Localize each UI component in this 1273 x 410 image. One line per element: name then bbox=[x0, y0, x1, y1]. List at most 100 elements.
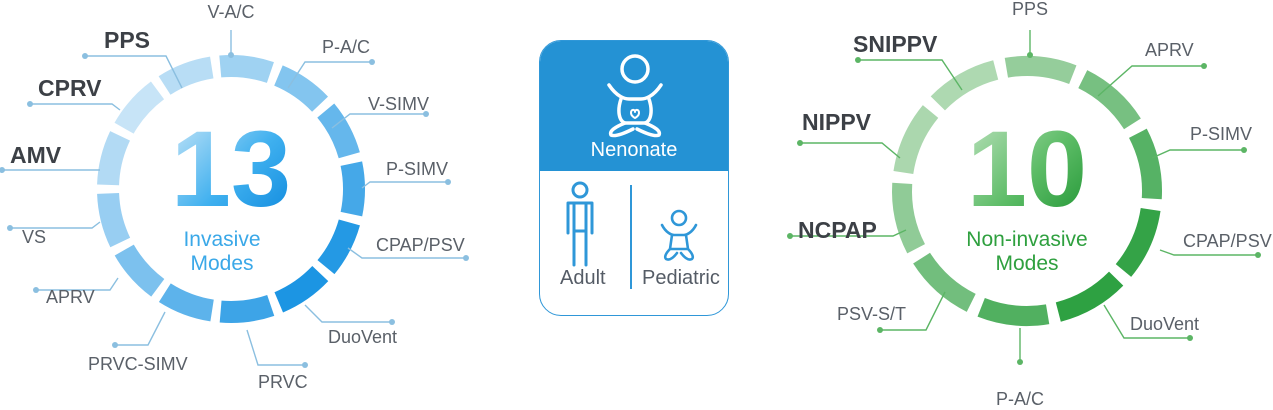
noninvasive-connector-dot bbox=[1255, 252, 1261, 258]
noninvasive-count: 10 bbox=[967, 108, 1087, 229]
invasive-mode-label: PRVC-SIMV bbox=[88, 354, 188, 374]
noninvasive-mode-label: DuoVent bbox=[1130, 314, 1199, 334]
noninvasive-connector-line bbox=[800, 142, 901, 159]
invasive-connector-line bbox=[36, 277, 119, 291]
invasive-connector-line bbox=[85, 55, 183, 89]
noninvasive-connector-dot bbox=[1201, 63, 1207, 69]
invasive-mode-label: APRV bbox=[46, 287, 95, 307]
neonate-label: Nenonate bbox=[590, 139, 678, 161]
invasive-connector-line bbox=[246, 329, 305, 366]
noninvasive-mode-label: APRV bbox=[1145, 40, 1194, 60]
invasive-mode-label: CPAP/PSV bbox=[376, 235, 465, 255]
invasive-mode-labels: V-A/C P-A/C V-SIMV P-SIMV CPAP/PSV DuoVentPRV… bbox=[10, 2, 465, 392]
noninvasive-ring-segment bbox=[1078, 70, 1141, 130]
patient-type-card: Nenonate Adult Pediatric bbox=[539, 40, 729, 316]
baby-icon bbox=[607, 54, 663, 138]
noninvasive-connector-dot bbox=[1187, 335, 1193, 341]
noninvasive-mode-label: NIPPV bbox=[802, 109, 872, 135]
noninvasive-caption-line1: Non-invasive bbox=[966, 228, 1087, 251]
invasive-mode-label: CPRV bbox=[38, 75, 102, 101]
invasive-connector-line bbox=[115, 311, 166, 346]
noninvasive-connector-dot bbox=[1241, 147, 1247, 153]
invasive-mode-label: PRVC bbox=[258, 372, 308, 392]
invasive-caption-line1: Invasive bbox=[183, 228, 260, 251]
invasive-connector-dot bbox=[463, 255, 469, 261]
invasive-count: 13 bbox=[171, 108, 291, 229]
invasive-connector-dot bbox=[82, 53, 88, 59]
adult-label: Adult bbox=[560, 267, 606, 289]
adult-icon bbox=[566, 181, 594, 267]
noninvasive-connector-dot bbox=[787, 233, 793, 239]
noninvasive-ring-segment bbox=[1055, 271, 1124, 322]
neonate-panel: Nenonate bbox=[540, 41, 728, 171]
noninvasive-connector-line bbox=[1159, 249, 1258, 256]
noninvasive-ring-segment bbox=[893, 105, 939, 175]
invasive-connector-dot bbox=[7, 225, 13, 231]
noninvasive-ring-segment bbox=[977, 297, 1050, 326]
invasive-mode-label: AMV bbox=[10, 142, 62, 168]
noninvasive-mode-label: P-A/C bbox=[996, 389, 1044, 409]
noninvasive-mode-label: SNIPPV bbox=[853, 31, 938, 57]
noninvasive-ring-segment bbox=[892, 182, 925, 254]
noninvasive-caption-line2: Modes bbox=[995, 252, 1058, 275]
invasive-connector-dot bbox=[302, 362, 308, 368]
invasive-modes-ring bbox=[97, 55, 365, 323]
pediatric-icon bbox=[660, 209, 698, 261]
invasive-mode-label: PPS bbox=[104, 27, 150, 53]
noninvasive-modes-ring bbox=[892, 56, 1162, 326]
invasive-ring-segment bbox=[97, 131, 131, 186]
noninvasive-connector-dot bbox=[1017, 359, 1023, 365]
invasive-connector-line bbox=[331, 113, 426, 129]
noninvasive-ring-segment bbox=[1115, 207, 1161, 277]
invasive-connector-line bbox=[287, 61, 372, 89]
noninvasive-connector-line bbox=[1103, 304, 1190, 339]
invasive-connector-line bbox=[30, 103, 121, 111]
invasive-connector-line bbox=[304, 304, 392, 323]
noninvasive-connector-dot bbox=[855, 57, 861, 63]
noninvasive-ring-segment bbox=[930, 60, 999, 111]
invasive-ring-segment bbox=[340, 161, 365, 217]
invasive-center: 13 Invasive Modes bbox=[171, 108, 291, 275]
noninvasive-connector-line bbox=[880, 291, 946, 331]
invasive-ring-segment bbox=[274, 266, 329, 313]
noninvasive-connector-line bbox=[790, 229, 907, 237]
invasive-connector-dot bbox=[228, 52, 234, 58]
noninvasive-connector-dot bbox=[877, 327, 883, 333]
invasive-ring-segment bbox=[317, 219, 360, 275]
noninvasive-mode-label: PPS bbox=[1012, 0, 1048, 19]
invasive-connector-dot bbox=[112, 342, 118, 348]
noninvasive-mode-label: CPAP/PSV bbox=[1183, 231, 1272, 251]
noninvasive-connector-dot bbox=[797, 140, 803, 146]
invasive-ring-segment bbox=[97, 193, 131, 248]
pediatric-label: Pediatric bbox=[642, 267, 720, 289]
invasive-ring-segment bbox=[317, 103, 360, 159]
noninvasive-mode-label: PSV-S/T bbox=[837, 304, 906, 324]
card-divider bbox=[630, 185, 632, 289]
invasive-ring-segment bbox=[219, 294, 275, 323]
invasive-ring-segment bbox=[114, 81, 165, 134]
noninvasive-mode-label: NCPAP bbox=[798, 217, 877, 243]
noninvasive-connector-dot bbox=[1027, 52, 1033, 58]
noninvasive-connector-line bbox=[858, 59, 963, 91]
invasive-mode-label: P-A/C bbox=[322, 37, 370, 57]
noninvasive-connector-line bbox=[1097, 65, 1204, 97]
invasive-mode-label: V-SIMV bbox=[368, 94, 429, 114]
invasive-mode-label: P-SIMV bbox=[386, 159, 448, 179]
invasive-connector-line bbox=[361, 181, 448, 189]
invasive-connector-line bbox=[10, 221, 101, 229]
noninvasive-ring-segment bbox=[913, 252, 976, 312]
noninvasive-ring-segment bbox=[1004, 56, 1077, 85]
invasive-caption-line2: Modes bbox=[190, 252, 253, 275]
invasive-ring-segment bbox=[158, 56, 214, 95]
invasive-mode-label: DuoVent bbox=[328, 327, 397, 347]
noninvasive-mode-label: P-SIMV bbox=[1190, 124, 1252, 144]
invasive-ring-segment bbox=[219, 55, 274, 83]
invasive-ring-segment bbox=[274, 65, 329, 112]
noninvasive-connector-line bbox=[1151, 149, 1244, 159]
invasive-connector-dot bbox=[0, 167, 5, 173]
invasive-mode-label: V-A/C bbox=[207, 2, 254, 22]
invasive-connector-dot bbox=[445, 179, 451, 185]
noninvasive-ring-segment bbox=[1129, 128, 1162, 200]
